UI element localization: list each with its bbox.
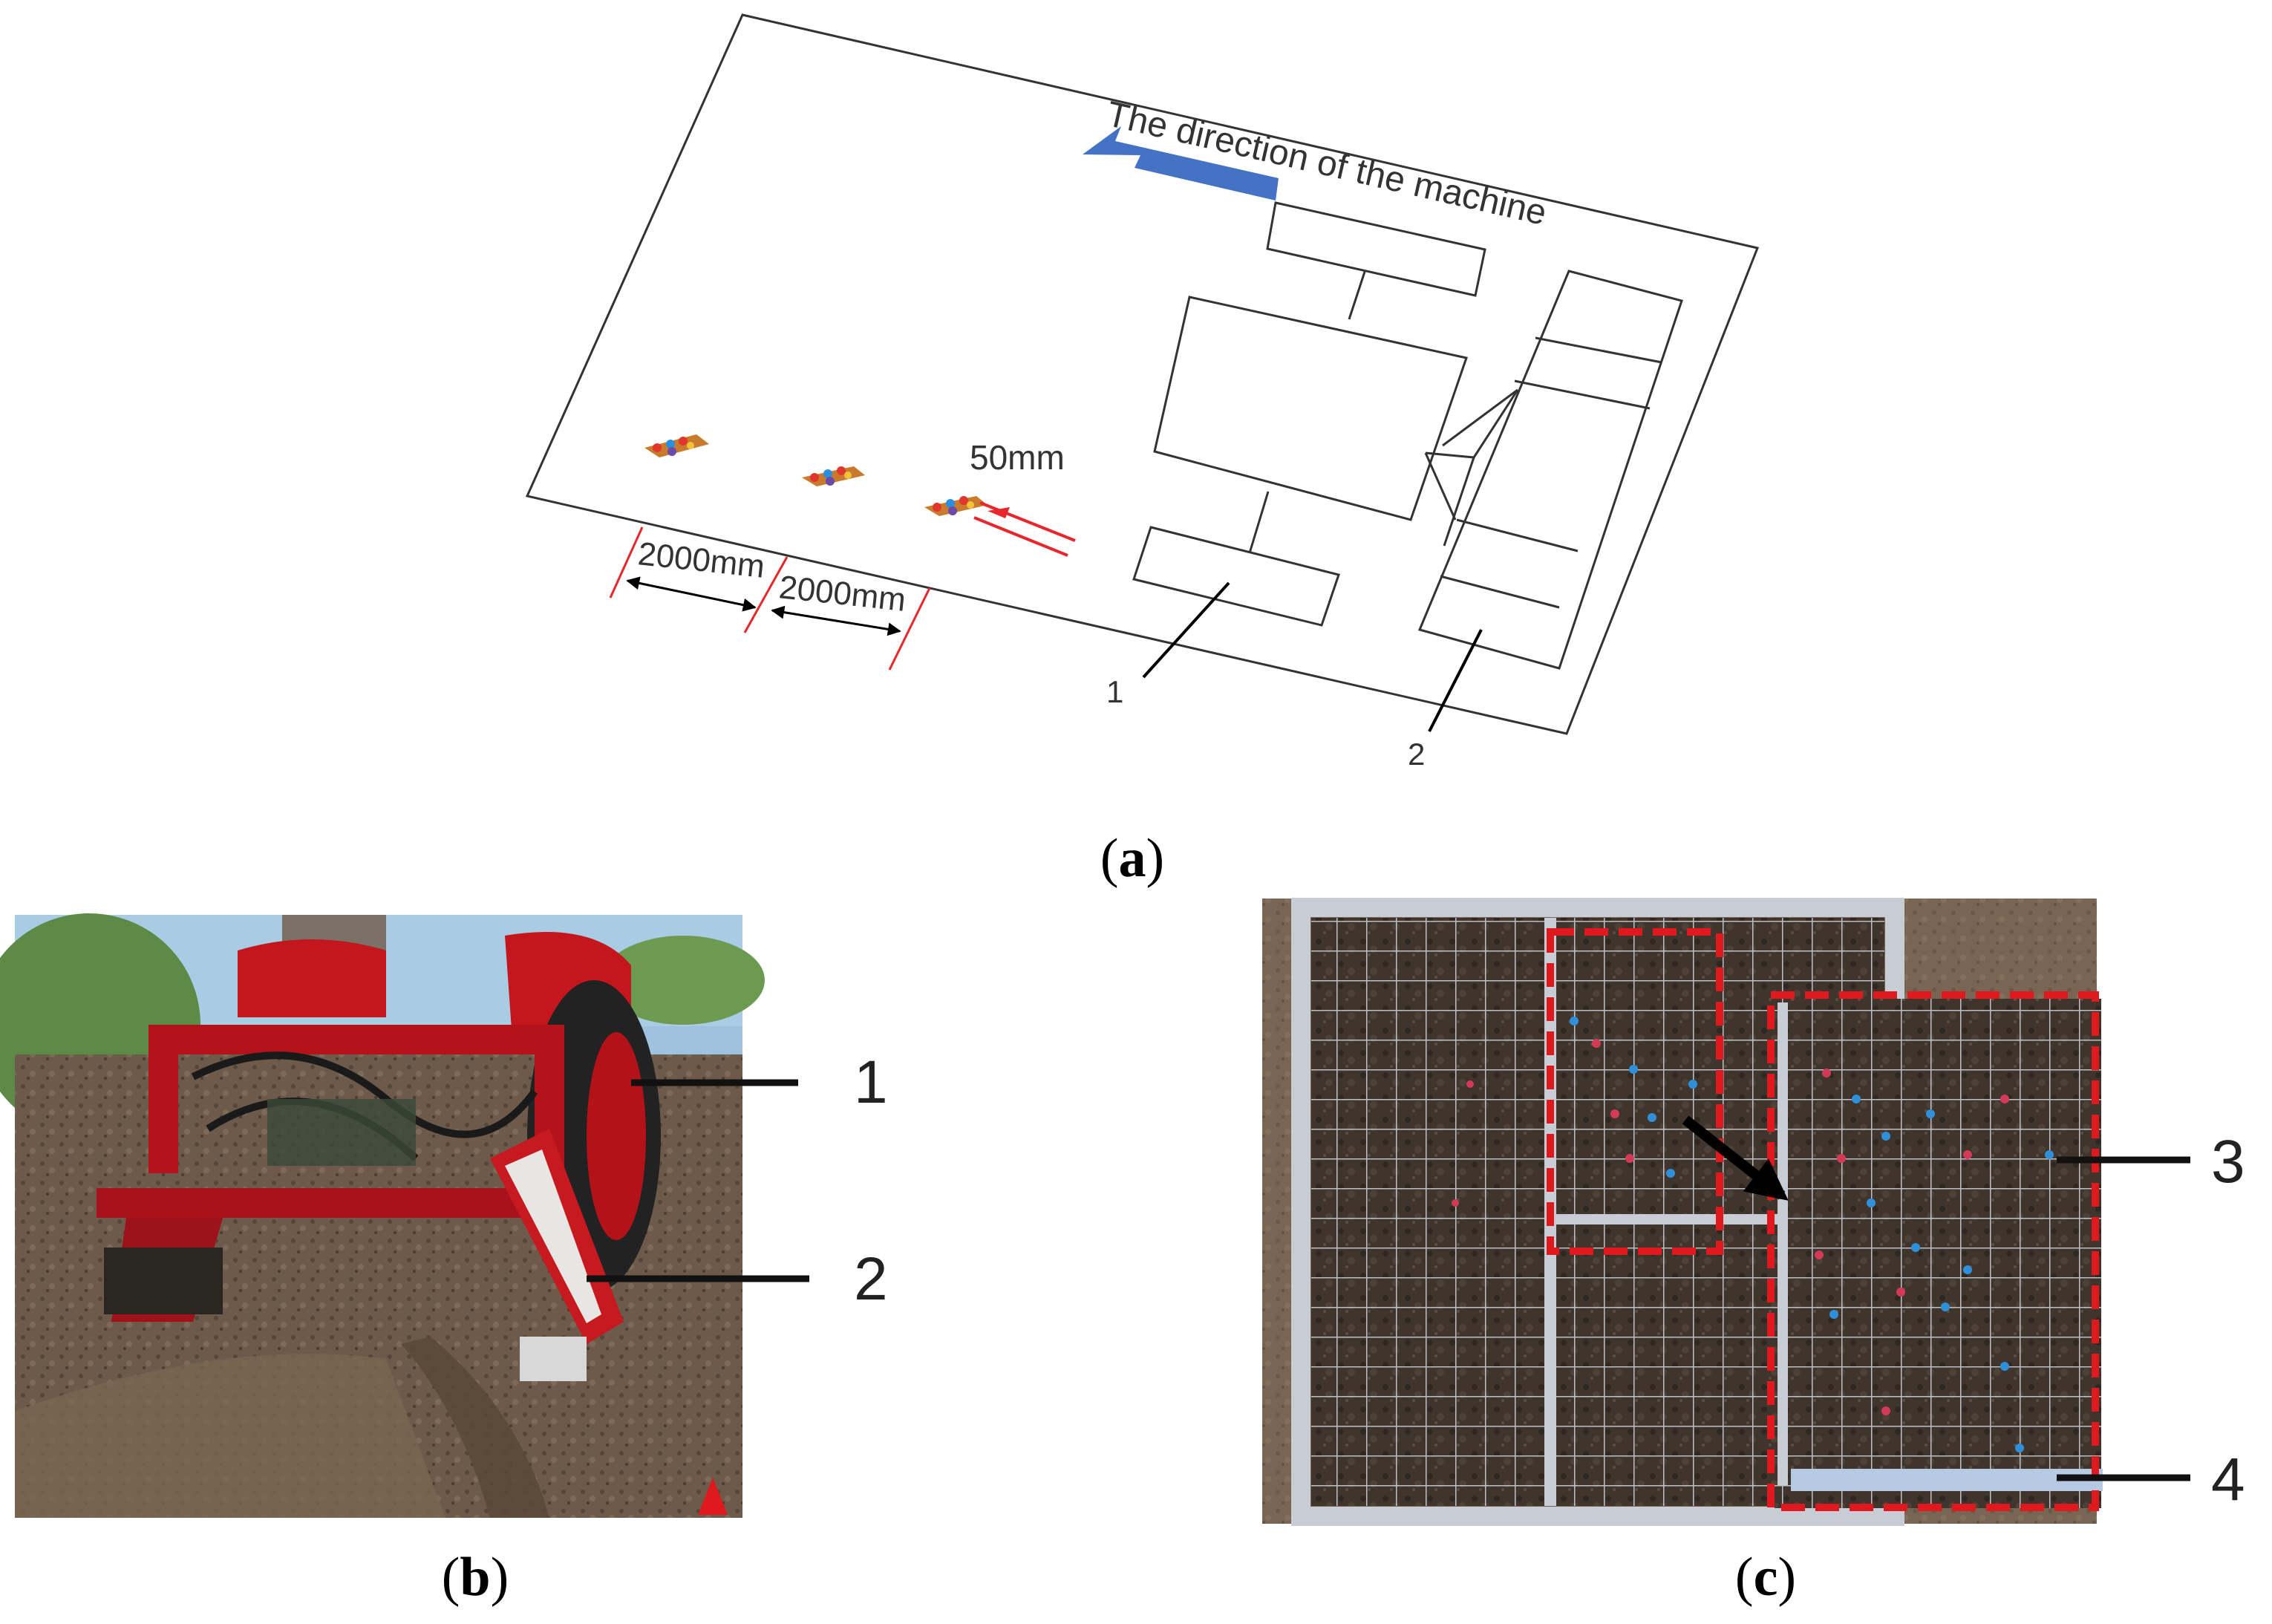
seeder-frame <box>148 1025 564 1054</box>
gap-label: 50mm <box>970 438 1065 477</box>
hitch-link-3 <box>1424 452 1457 521</box>
tractor-body <box>1153 296 1468 521</box>
callout-leader-a2 <box>1428 629 1483 732</box>
seed-marker-group-1 <box>644 434 709 457</box>
rear-unit <box>1417 270 1683 670</box>
direction-arrow-icon <box>1083 126 1279 200</box>
dimension-arrow-1 <box>626 576 757 612</box>
machine-schematic <box>1132 201 1683 670</box>
rear-unit-divider-4 <box>1440 575 1560 609</box>
hitch-link-2 <box>1425 451 1475 459</box>
gap-line-2 <box>973 516 1068 557</box>
caption-c: (c) <box>1735 1547 1796 1608</box>
front-wheel-bottom <box>1132 526 1340 627</box>
furrow-ridge <box>15 1354 445 1518</box>
callout-c4: 4 <box>2211 1446 2245 1513</box>
callout-c3: 3 <box>2211 1128 2245 1196</box>
rear-unit-divider-2 <box>1514 379 1651 410</box>
frame-divider-horizontal <box>1556 1214 1779 1224</box>
callout-leader-a1 <box>1142 581 1230 679</box>
hitch-link <box>1442 388 1519 547</box>
panel-c-photo: 3 4 (c) <box>1262 898 2245 1608</box>
tractor-hood <box>238 939 386 1017</box>
magnify-arrow-icon <box>1682 1115 1789 1201</box>
panel-b-photo: 1 2 (b) <box>0 913 888 1608</box>
boundary-tick-3 <box>888 587 931 671</box>
ground-wheel <box>104 1248 223 1314</box>
callout-b1: 1 <box>854 1049 888 1116</box>
boundary-tick-2 <box>743 556 789 633</box>
callout-a2: 2 <box>1408 737 1425 772</box>
seed-particles <box>1452 1017 2054 1452</box>
rear-unit-divider-3 <box>1456 518 1579 552</box>
gap-line-1 <box>979 501 1076 542</box>
dashed-box-small <box>1547 928 1723 1255</box>
boundary-tick-1 <box>609 526 644 599</box>
front-wheel-top <box>1266 201 1486 297</box>
field-plate <box>525 13 1760 735</box>
front-axle-bottom <box>1247 491 1270 556</box>
caption-b: (b) <box>442 1547 509 1608</box>
tree-cluster-right <box>601 936 765 1025</box>
seed-marker-group-2 <box>802 466 865 486</box>
rear-unit-divider-1 <box>1535 336 1662 364</box>
panel-a-diagram: The direction of the machine <box>525 13 1760 889</box>
gap-arrow-icon <box>988 507 1010 518</box>
front-axle-top <box>1348 271 1366 320</box>
seed-marker-group-3 <box>924 496 988 516</box>
dashed-box-large <box>1767 991 2099 1511</box>
caption-a: (a) <box>1100 828 1164 889</box>
dimension-arrow-2 <box>771 605 901 636</box>
callout-a1: 1 <box>1106 674 1123 709</box>
measuring-ruler <box>1791 1469 2103 1491</box>
callout-b2: 2 <box>854 1245 888 1313</box>
